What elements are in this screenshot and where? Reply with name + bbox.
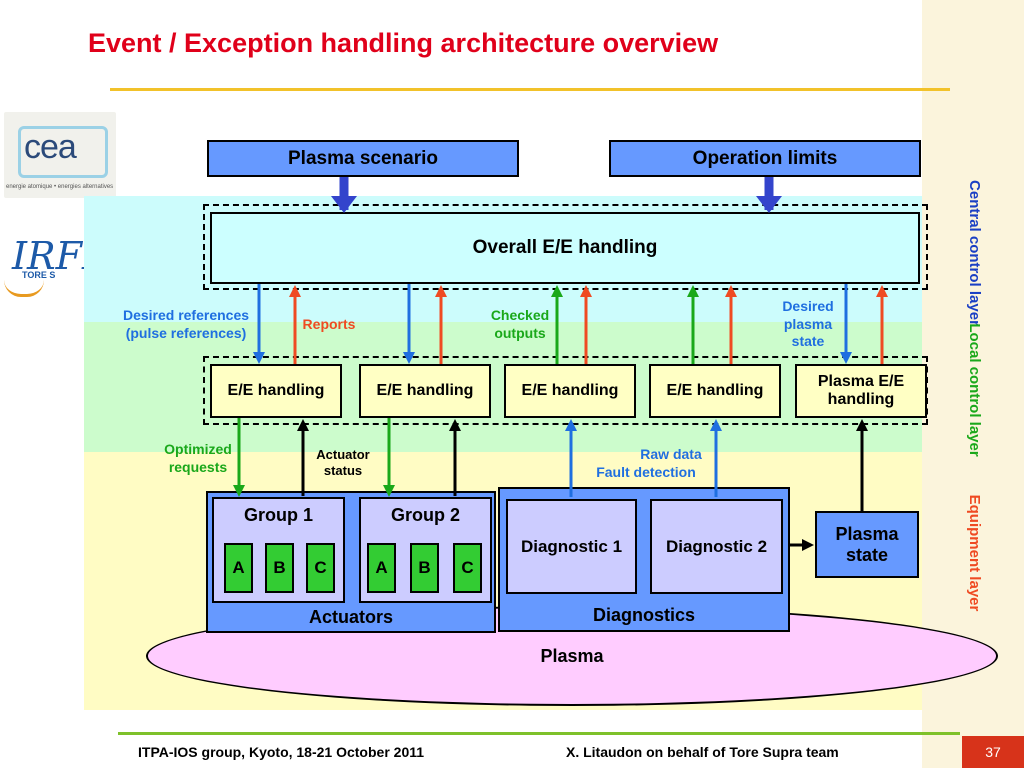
- page-number: 37: [962, 736, 1024, 768]
- plasma-state-label: Plasma state: [835, 523, 899, 565]
- actuator-1c: C: [306, 543, 335, 593]
- actuator-2a: A: [367, 543, 396, 593]
- irfm-logo-swoosh: [4, 280, 44, 297]
- checked-outputs-label: Checked outputs: [490, 307, 550, 341]
- desired-plasma-state-label: Desired plasma state: [782, 298, 834, 349]
- fault-detection-text: Fault detection: [596, 463, 696, 480]
- optimized-requests-label: Optimized requests: [164, 441, 232, 475]
- actuator-1b: B: [265, 543, 294, 593]
- actuator-group-1: Group 1 A B C: [212, 497, 345, 603]
- irfm-logo-sub: TORE S: [22, 270, 56, 280]
- actuator-group-2: Group 2 A B C: [359, 497, 492, 603]
- raw-data-text: Raw data: [640, 446, 702, 462]
- ee-handling-box-1: E/E handling: [210, 364, 342, 418]
- ee-handling-box-3: E/E handling: [504, 364, 636, 418]
- cea-logo: cea energie atomique • energies alternat…: [4, 112, 116, 198]
- reports-label: Reports: [302, 316, 356, 332]
- actuators-label: Actuators: [308, 607, 393, 627]
- actuator-1a: A: [224, 543, 253, 593]
- footer-rule: [118, 732, 960, 735]
- diagnostics-container: Diagnostic 1 Diagnostic 2 Diagnostics: [498, 487, 790, 632]
- operation-limits-box: Operation limits: [609, 140, 921, 177]
- actuators-container: Group 1 A B C Group 2 A B C Actuators: [206, 491, 496, 633]
- group-1-title: Group 1: [243, 505, 313, 525]
- central-dashed-frame: [203, 204, 928, 290]
- plasma-label: Plasma: [540, 646, 604, 666]
- desired-references-label: Desired references (pulse references): [122, 307, 250, 341]
- plasma-ee-handling-box: Plasma E/E handling: [795, 364, 927, 418]
- diagnostic-1-box: Diagnostic 1: [506, 499, 637, 594]
- diagnostic-2-box: Diagnostic 2: [650, 499, 783, 594]
- footer-left: ITPA-IOS group, Kyoto, 18-21 October 201…: [138, 744, 425, 760]
- ee-handling-box-4: E/E handling: [649, 364, 781, 418]
- cea-logo-ring: [18, 126, 108, 178]
- ee-handling-box-2: E/E handling: [359, 364, 491, 418]
- footer-right: X. Litaudon on behalf of Tore Supra team: [566, 744, 839, 760]
- arrowhead-operation-limits: [756, 196, 782, 213]
- actuator-status-label: Actuator status: [316, 447, 370, 479]
- group-2-title: Group 2: [390, 505, 460, 525]
- plasma-scenario-box: Plasma scenario: [207, 140, 519, 177]
- actuator-2b: B: [410, 543, 439, 593]
- title-underline: [110, 88, 950, 91]
- slide-title: Event / Exception handling architecture …: [88, 28, 719, 58]
- cea-logo-tagline: energie atomique • energies alternatives: [6, 184, 114, 190]
- raw-data-label: Raw data Fault detection: [580, 446, 712, 481]
- arrowhead-plasma-scenario: [331, 196, 357, 213]
- diagnostics-label: Diagnostics: [592, 605, 696, 625]
- overall-ee-handling-box: Overall E/E handling: [210, 212, 920, 284]
- cea-logo-word: cea: [24, 128, 77, 166]
- plasma-state-box: Plasma state: [815, 511, 919, 578]
- actuator-2c: C: [453, 543, 482, 593]
